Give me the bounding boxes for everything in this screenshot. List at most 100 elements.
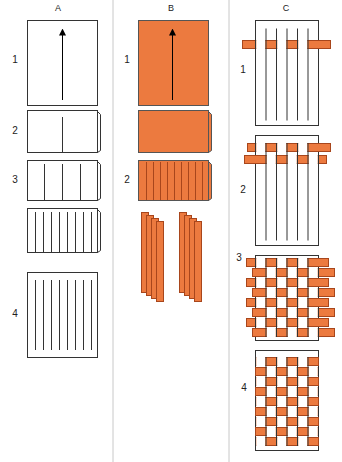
paper-strip [288,387,297,396]
column-header: A [55,4,61,13]
slit-line [297,377,298,386]
slit-line [276,288,277,297]
slit-line [276,407,277,416]
slit-line [287,387,288,396]
paper-fold [98,210,101,253]
paper-strip [256,357,265,366]
paper-fold [98,112,101,153]
paper-strip [298,377,307,386]
woven-strip [245,156,327,164]
paper-strip [288,268,297,277]
slit-line [266,427,267,436]
slit-sheet [256,21,319,126]
slit-line [318,288,319,297]
slit-line [297,308,298,317]
step-number: 2 [124,175,130,185]
paper-strip [298,40,307,49]
woven-strip [256,398,319,406]
paper-strip [256,437,265,446]
woven-strip [243,41,331,49]
slit-line [255,397,256,406]
paper-strip [288,367,297,376]
woven-strip [253,309,335,317]
slit-line [287,318,288,327]
paper-strip [309,427,318,436]
paper-strip [256,258,265,267]
paper-fold [209,112,212,153]
step-number: 4 [241,383,247,393]
paper-strip [298,298,307,307]
woven-strip [253,289,335,297]
slit-line [297,387,298,396]
slit-line [266,143,267,152]
paper-strip [277,377,286,386]
slit-line [276,143,277,152]
slit-line [308,264,309,336]
woven-strip [248,144,331,152]
slit-line [318,308,319,317]
slit-line [276,298,277,307]
slit-line [287,427,288,436]
slit-line [276,308,277,317]
slit-line [297,397,298,406]
slit-line [297,258,298,267]
slit-line [266,268,267,277]
slit-line [67,280,68,350]
slit-line [266,155,267,164]
woven-strip [253,329,335,337]
paper-strip [309,268,318,277]
slit-line [287,298,288,307]
slit-line [297,143,298,152]
slit-line [276,367,277,376]
slit-line [266,437,267,446]
slit-line [308,328,309,337]
slit-line [308,278,309,287]
paper-strip [288,288,297,297]
paper-strip [277,298,286,307]
slit-line [255,258,256,267]
slit-line [276,328,277,337]
slit-line [287,367,288,376]
slit-line [255,40,256,49]
woven-strip [256,438,319,446]
slit-line [276,258,277,267]
slit-line [297,298,298,307]
slit-line [266,407,267,416]
slit-line [308,155,309,164]
slit-line [266,328,267,337]
step-number: 4 [12,309,18,319]
slit-line [308,387,309,396]
folded-orange-sheet [139,161,209,201]
paper-strip [288,427,297,436]
slit-line [297,278,298,287]
slit-line [318,155,319,164]
slit-line [308,397,309,406]
slit-line [276,144,277,241]
cut-line [80,164,81,200]
paper-strip [309,308,318,317]
slit-line [287,143,288,152]
slit-line [308,40,309,49]
slit-line [276,427,277,436]
slit-line [59,280,60,350]
slit-line [287,268,288,277]
paper-strip [256,377,265,386]
slit-line [308,367,309,376]
slit-line [276,397,277,406]
slit-line [255,318,256,327]
slit-line [266,397,267,406]
cut-line [62,164,63,200]
slit-line [308,427,309,436]
slit-line [276,377,277,386]
paper-strip [267,427,276,436]
slit-line [266,29,267,121]
slit-line [266,318,267,327]
slit-line [35,280,36,350]
woven-strip [247,279,329,287]
cut-line [67,212,68,252]
folded-sheet [28,209,98,253]
slit-line [276,417,277,426]
slit-line [287,359,288,446]
slit-line [308,377,309,386]
